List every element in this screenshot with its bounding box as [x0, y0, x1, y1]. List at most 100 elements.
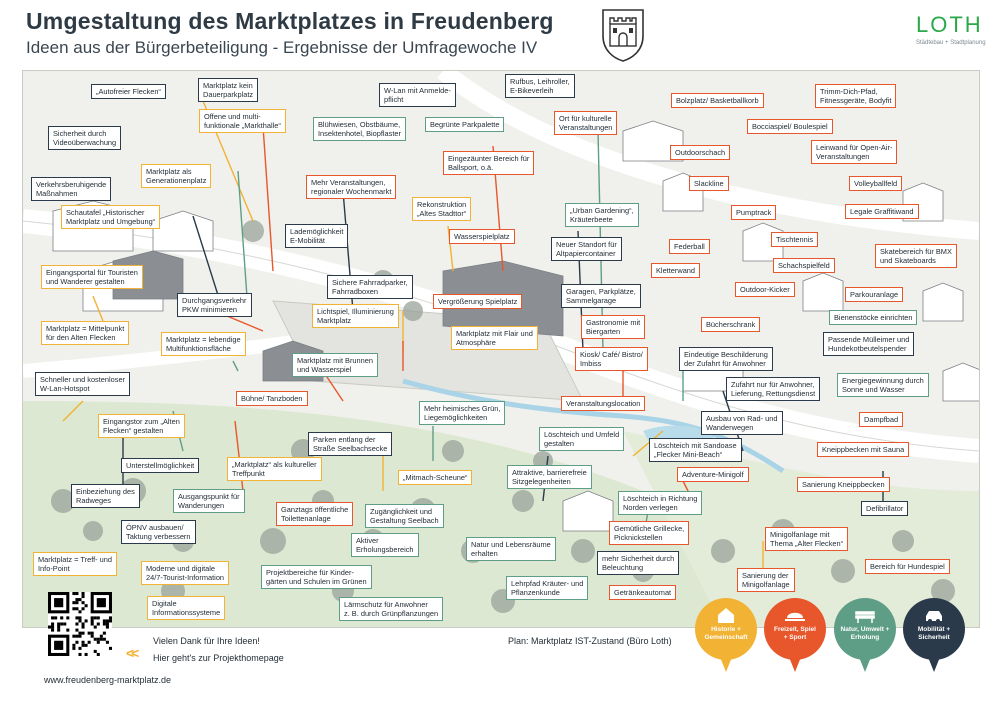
legend-pin: Freizeit, Spiel + Sport: [764, 598, 826, 674]
idea-label-freizeit: Wasserspielplatz: [449, 229, 515, 244]
idea-label-freizeit: Bücherschrank: [701, 317, 761, 332]
idea-label-historie: Marktplatz = Mittelpunkt für den Alten F…: [41, 321, 130, 345]
idea-label-mobil: Zufahrt nur für Anwohner, Lieferung, Ret…: [726, 377, 821, 401]
idea-label-freizeit: Ganztags öffentliche Toilettenanlage: [276, 502, 354, 526]
idea-label-freizeit: Veranstaltungslocation: [561, 396, 646, 411]
idea-label-natur: Natur und Lebensräume erhalten: [466, 537, 556, 561]
idea-label-historie: Rekonstruktion „Altes Stadttor“: [412, 197, 472, 221]
idea-label-mobil: Rufbus, Leihroller, E-Bikeverleih: [505, 74, 575, 98]
legend-label: Historie + Gemeinschaft: [704, 626, 748, 641]
idea-label-historie: „Marktplatz“ als kultureller Treffpunkt: [227, 457, 322, 481]
idea-label-freizeit: Dampfbad: [859, 412, 904, 427]
idea-label-freizeit: Skatebereich für BMX und Skateboards: [875, 244, 957, 268]
cap-icon: [785, 612, 805, 621]
idea-label-natur: Begrünte Parkpalette: [425, 117, 505, 132]
legend-pin-tip: [714, 642, 738, 672]
idea-label-freizeit: Pumptrack: [731, 205, 777, 220]
idea-label-freizeit: Mehr Veranstaltungen, regionaler Wochenm…: [306, 175, 397, 199]
idea-label-mobil: Unterstellmöglichkeit: [121, 458, 200, 473]
legend-label: Mobilität + Sicherheit: [917, 626, 951, 641]
legend-pin: Mobilität + Sicherheit: [903, 598, 965, 674]
idea-label-mobil: ÖPNV ausbauen/ Taktung verbessern: [121, 520, 196, 544]
idea-label-freizeit: Outdoor-Kicker: [735, 282, 795, 297]
leader-line: [92, 295, 104, 322]
idea-label-mobil: Eindeutige Beschilderung der Zufahrt für…: [679, 347, 773, 371]
idea-label-historie: „Mitmach-Scheune“: [398, 470, 473, 485]
idea-label-freizeit: Kiosk/ Café/ Bistro/ Imbiss: [575, 347, 648, 371]
homepage-link[interactable]: Hier geht's zur Projekthomepage: [153, 653, 284, 663]
idea-label-freizeit: Gemütliche Grillecke, Picknickstellen: [609, 521, 690, 545]
idea-label-historie: Marktplatz als Generationenplatz: [141, 164, 212, 188]
thanks-text: Vielen Dank für Ihre Ideen!: [153, 636, 260, 646]
project-url[interactable]: www.freudenberg-marktplatz.de: [44, 675, 172, 685]
idea-label-freizeit: Parkouranlage: [845, 287, 904, 302]
idea-label-mobil: Parken entlang der Straße Seelbachsecke: [308, 432, 393, 456]
loth-logo-subtitle: Städtebau + Stadtplanung: [916, 40, 986, 46]
idea-label-mobil: Marktplatz kein Dauerparkplatz: [198, 78, 259, 102]
idea-label-freizeit: Gastronomie mit Biergarten: [581, 315, 646, 339]
idea-label-natur: Lehrpfad Kräuter- und Pflanzenkunde: [506, 576, 589, 600]
idea-label-freizeit: Bühne/ Tanzboden: [236, 391, 308, 406]
idea-label-natur: Zugänglichkeit und Gestaltung Seelbach: [365, 504, 444, 528]
idea-label-freizeit: Sanierung der Minigolfanlage: [737, 568, 795, 592]
idea-label-freizeit: Federball: [669, 239, 710, 254]
legend-label: Freizeit, Spiel + Sport: [774, 626, 816, 641]
idea-label-freizeit: Bolzplatz/ Basketballkorb: [671, 93, 764, 108]
coat-of-arms-icon: [602, 9, 644, 62]
idea-label-freizeit: Bereich für Hundespiel: [865, 559, 950, 574]
idea-label-historie: Marktplatz = lebendige Multifunktionsflä…: [161, 332, 246, 356]
idea-label-historie: Moderne und digitale 24/7-Tourist-Inform…: [141, 561, 230, 585]
idea-label-freizeit: Kletterwand: [651, 263, 701, 278]
idea-label-mobil: Ausbau von Rad- und Wanderwegen: [701, 411, 783, 435]
legend-pin: Historie + Gemeinschaft: [695, 598, 757, 674]
legend-pin-tip: [922, 642, 946, 672]
leader-line: [262, 125, 274, 272]
idea-label-mobil: Neuer Standort für Altpapiercontainer: [551, 237, 622, 261]
leader-line: [632, 430, 664, 457]
legend-pin: Natur, Umwelt + Erholung: [834, 598, 896, 674]
plan-caption: Plan: Marktplatz IST-Zustand (Büro Loth): [508, 636, 672, 646]
idea-label-mobil: Verkehrsberuhigende Maßnahmen: [31, 177, 112, 201]
legend-label: Natur, Umwelt + Erholung: [840, 626, 890, 641]
idea-label-freizeit: Adventure-Minigolf: [677, 467, 749, 482]
idea-label-historie: Marktplatz mit Flair und Atmosphäre: [451, 326, 538, 350]
idea-label-freizeit: Tischtennis: [771, 232, 819, 247]
idea-label-freizeit: Schachspielfeld: [773, 258, 835, 273]
idea-label-natur: Attraktive, barrierefreie Sitzgelegenhei…: [507, 465, 592, 489]
idea-label-mobil: Durchgangsverkehr PKW minimieren: [177, 293, 252, 317]
idea-label-historie: Eingangstor zum „Alten Flecken“ gestalte…: [98, 414, 185, 438]
idea-label-mobil: Einbeziehung des Radweges: [71, 484, 140, 508]
idea-label-freizeit: Trimm-Dich-Pfad, Fitnessgeräte, Bodyfit: [815, 84, 897, 108]
site-map: „Autofreier Flecken“ Marktplatz kein Daue…: [22, 70, 980, 628]
car-icon: [926, 611, 942, 623]
chevron-left-icon: <<: [126, 645, 139, 661]
idea-label-mobil: Schneller und kostenloser W-Lan-Hotspot: [35, 372, 131, 396]
idea-label-freizeit: Volleyballfeld: [849, 176, 903, 191]
idea-label-freizeit: Eingezäunter Bereich für Ballsport, o.ä.: [443, 151, 535, 175]
idea-label-freizeit: Ort für kulturelle Veranstaltungen: [554, 111, 618, 135]
idea-label-natur: Blühwiesen, Obstbäume, Insektenhotel, Bi…: [313, 117, 406, 141]
idea-label-freizeit: Kneippbecken mit Sauna: [817, 442, 910, 457]
idea-label-mobil: Löschteich mit Sandoase „Flecker Mini-Be…: [649, 438, 742, 462]
idea-label-historie: Digitale Informationssysteme: [147, 596, 226, 620]
idea-label-historie: Lichtspiel, Illuminierung Marktplatz: [312, 304, 399, 328]
leader-line: [232, 360, 239, 372]
idea-label-natur: Mehr heimisches Grün, Liegemöglichkeiten: [419, 401, 506, 425]
idea-label-natur: Marktplatz mit Brunnen und Wasserspiel: [292, 353, 378, 377]
idea-label-natur: Ausgangspunkt für Wanderungen: [173, 489, 245, 513]
idea-label-mobil: Passende Mülleimer und Hundekotbeutelspe…: [823, 332, 915, 356]
idea-label-freizeit: Vergrößerung Spielplatz: [433, 294, 523, 309]
idea-label-natur: Löschteich in Richtung Norden verlegen: [618, 491, 703, 515]
idea-label-freizeit: Bocciaspiel/ Boulespiel: [747, 119, 833, 134]
idea-label-natur: Projektbereiche für Kinder- gärten und S…: [261, 565, 372, 589]
bench-icon: [855, 611, 875, 623]
loth-logo: LOTH: [916, 12, 983, 37]
idea-label-freizeit: Outdoorschach: [670, 145, 731, 160]
idea-label-natur: „Urban Gardening“, Kräuterbeete: [565, 203, 639, 227]
qr-code-icon[interactable]: [48, 592, 112, 656]
idea-label-mobil: „Autofreier Flecken“: [91, 84, 166, 99]
page-subtitle: Ideen aus der Bürgerbeteiligung - Ergebn…: [26, 38, 538, 57]
idea-label-freizeit: Legale Graffitiwand: [845, 204, 919, 219]
idea-label-historie: Offene und multi- funktionale „Markthall…: [199, 109, 286, 133]
idea-label-mobil: Defibrillator: [861, 501, 909, 516]
